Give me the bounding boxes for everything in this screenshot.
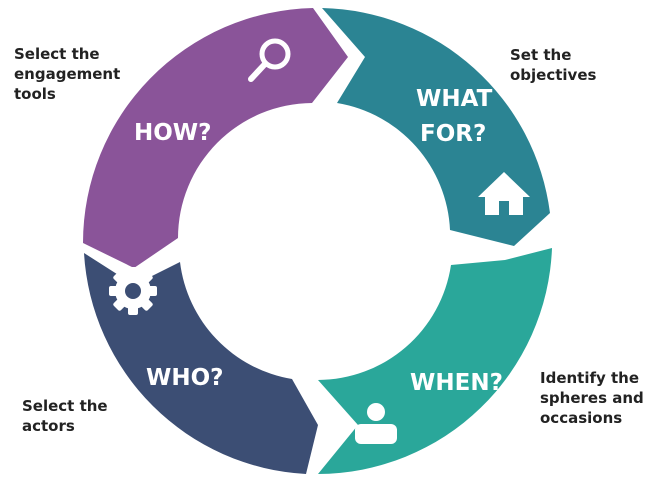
note-how: Select the engagement tools — [14, 45, 121, 103]
segment-label-what: WHAT — [416, 86, 493, 112]
note-when: Identify the spheres and occasions — [540, 369, 644, 427]
note-who: Select the actors — [22, 397, 108, 435]
gear-icon — [109, 267, 157, 315]
segment-label-how: HOW? — [134, 120, 212, 146]
segment-how — [82, 8, 348, 268]
segment-when — [318, 248, 552, 474]
search-icon — [248, 38, 291, 82]
segment-label-for: FOR? — [420, 121, 486, 147]
home-icon — [478, 172, 530, 215]
segment-who — [84, 253, 318, 474]
user-icon — [355, 403, 397, 444]
segment-label-when: WHEN? — [410, 370, 503, 396]
segment-label-who: WHO? — [146, 365, 224, 391]
note-what-for: Set the objectives — [510, 46, 597, 84]
